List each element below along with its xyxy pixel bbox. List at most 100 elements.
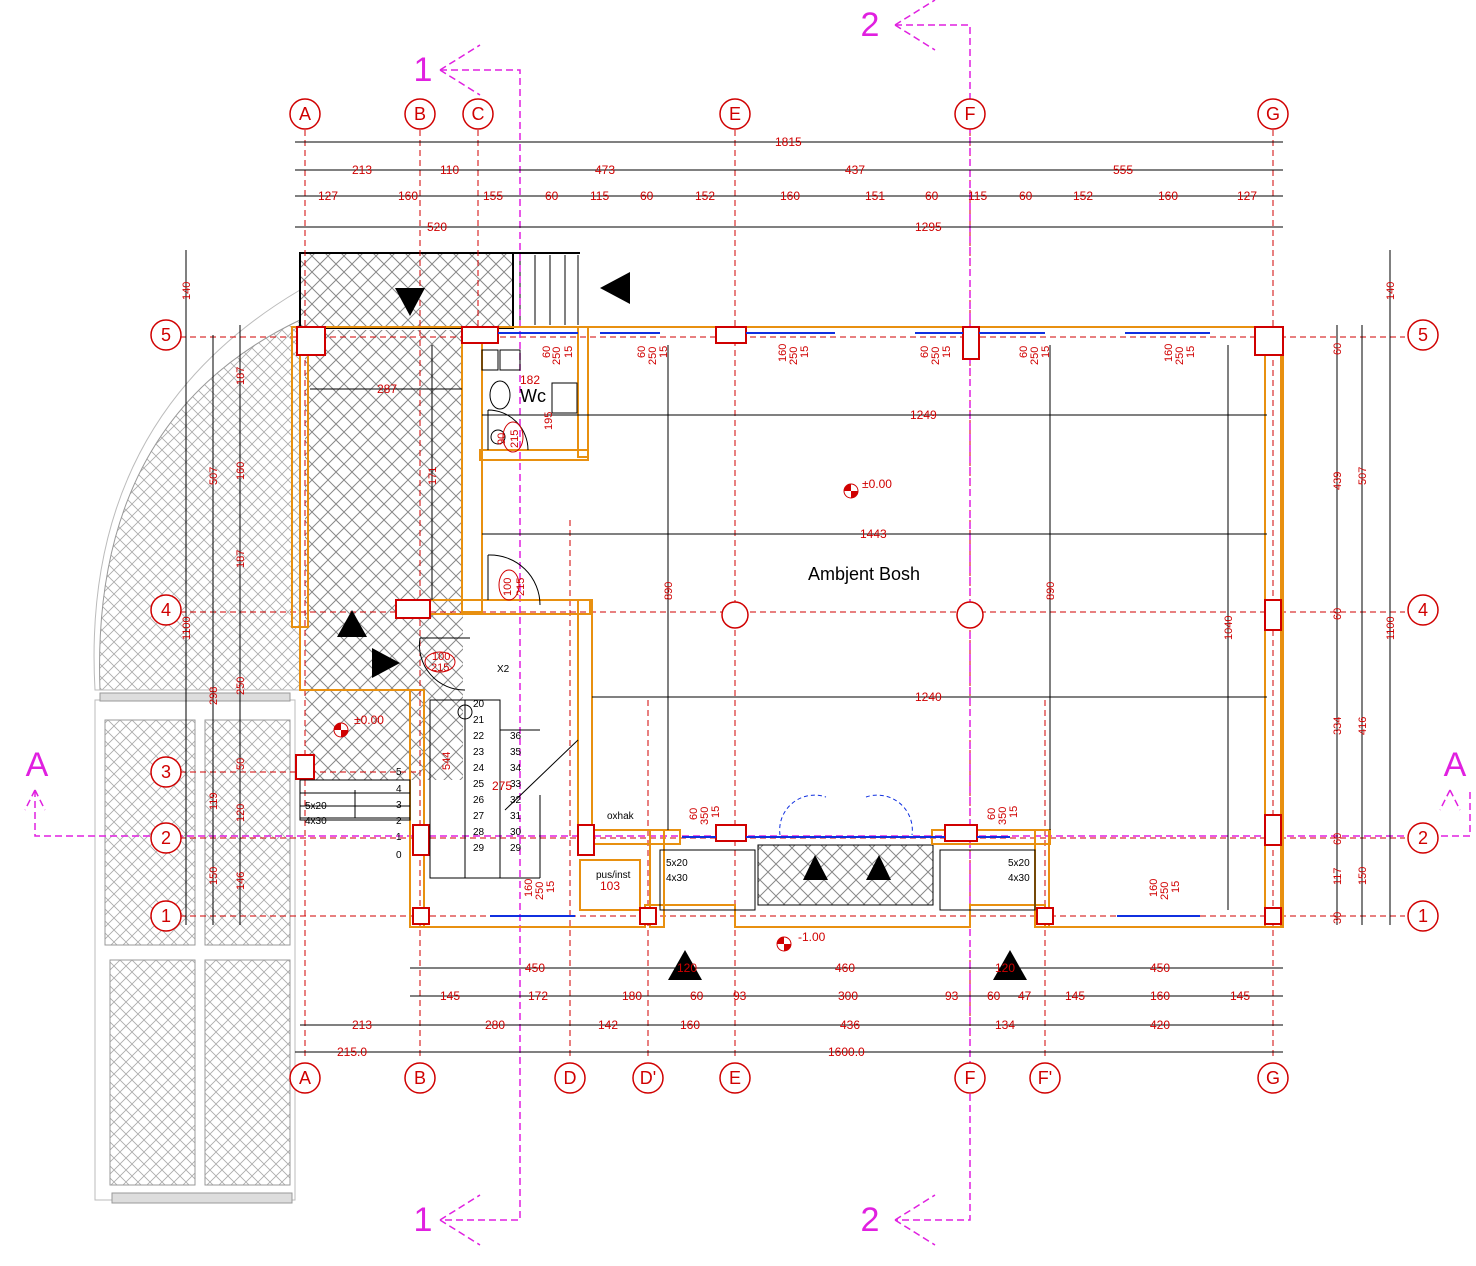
svg-text:298: 298 [208,687,220,705]
svg-text:160: 160 [1163,344,1175,362]
svg-text:160: 160 [777,344,789,362]
svg-text:507: 507 [208,467,220,485]
step-size-b: 4x30 [305,816,327,827]
dim-left: 140 1100 507 298 119 150 187 160 187 250… [181,282,247,890]
svg-text:15: 15 [1185,346,1197,358]
svg-text:1040: 1040 [1223,616,1235,640]
svg-text:15: 15 [545,881,557,893]
axis-right-5: 5 [1418,325,1428,345]
stair-note-label: oxhak [607,811,635,822]
svg-text:195: 195 [543,412,555,430]
dim-bottom-row1: 450 460 450 120 120 [525,961,1170,975]
svg-text:4: 4 [396,784,402,795]
svg-text:1240: 1240 [915,690,942,704]
svg-text:93: 93 [945,989,959,1003]
direction-arrows [337,272,1027,980]
axis-top-b: B [414,104,426,124]
svg-text:182: 182 [520,373,540,387]
svg-text:473: 473 [595,163,615,177]
svg-text:890: 890 [663,582,675,600]
svg-text:35: 35 [510,747,522,758]
dim-top-overall: 1815 [775,135,802,149]
section-2-top-label: 2 [861,6,880,44]
svg-text:33: 33 [510,779,522,790]
svg-text:450: 450 [525,961,545,975]
door-tag-text: 90 215 100 215 100 215 [431,430,527,674]
svg-text:117: 117 [1332,867,1344,885]
svg-text:120: 120 [995,961,1015,975]
svg-text:213: 213 [352,163,372,177]
svg-text:27: 27 [473,811,485,822]
axis-left-4: 4 [161,600,171,620]
svg-text:3: 3 [396,800,402,811]
dimension-lines [185,141,1391,1053]
svg-text:160: 160 [680,1018,700,1032]
svg-text:34: 34 [510,763,522,774]
svg-text:32: 32 [510,795,522,806]
axis-bottom-a: A [299,1068,311,1088]
svg-text:215: 215 [431,662,449,674]
svg-text:544: 544 [441,752,453,770]
svg-text:15: 15 [1170,881,1182,893]
axis-right-1: 1 [1418,906,1428,926]
svg-text:60: 60 [640,189,654,203]
svg-text:215: 215 [515,578,527,596]
svg-text:250: 250 [551,347,563,365]
svg-text:250: 250 [235,677,247,695]
wc-fixtures [481,349,578,445]
axis-left-3: 3 [161,762,171,782]
svg-text:187: 187 [235,367,247,385]
svg-text:145: 145 [1230,989,1250,1003]
svg-text:127: 127 [318,189,338,203]
svg-text:275: 275 [492,779,512,793]
svg-text:60: 60 [1332,608,1344,620]
step-size-left-b: 4x30 [666,873,688,884]
axis-top-f: F [965,104,976,124]
svg-text:187: 187 [235,550,247,568]
svg-text:60: 60 [986,808,998,820]
svg-text:437: 437 [845,163,865,177]
svg-text:890: 890 [1045,582,1057,600]
svg-text:23: 23 [473,747,485,758]
svg-text:60: 60 [690,989,704,1003]
svg-text:215: 215 [509,430,521,448]
stairs [299,699,1036,911]
svg-text:26: 26 [473,795,485,806]
axis-bottom-d-prime: D' [640,1068,656,1088]
svg-text:155: 155 [483,189,503,203]
svg-text:507: 507 [1357,467,1369,485]
svg-text:15: 15 [941,346,953,358]
svg-text:160: 160 [1150,989,1170,1003]
svg-text:2: 2 [396,816,402,827]
level-terrace: ±0.00 [354,713,384,727]
stair-step-numbers-left: 20 21 22 23 24 25 26 27 28 29 [473,699,485,854]
svg-text:100: 100 [432,651,450,663]
svg-text:115: 115 [968,189,987,203]
svg-text:450: 450 [1150,961,1170,975]
axis-bottom-f-prime: F' [1038,1068,1052,1088]
step-size-a: 5x20 [305,801,327,812]
svg-text:21: 21 [473,715,485,726]
svg-text:1100: 1100 [181,616,193,640]
window-tags: 60 250 15 60 250 15 160 250 15 60 250 15… [523,344,1197,900]
svg-text:110: 110 [440,163,459,177]
svg-text:30: 30 [1332,912,1344,924]
svg-text:119: 119 [208,792,220,810]
svg-text:15: 15 [1040,346,1052,358]
svg-text:1600.0: 1600.0 [828,1045,865,1059]
axis-top-c: C [472,104,485,124]
shaft-label: pus/inst [596,870,631,881]
svg-text:416: 416 [1357,717,1369,735]
axis-bottom-d: D [564,1068,577,1088]
svg-text:250: 250 [647,347,659,365]
svg-text:15: 15 [710,806,722,818]
room-main-label: Ambjent Bosh [808,564,920,584]
dim-bottom-row3: 213 280 142 160 436 134 420 [352,1018,1170,1032]
svg-text:93: 93 [733,989,747,1003]
step-size-right-a: 5x20 [1008,858,1030,869]
svg-text:1443: 1443 [860,527,887,541]
svg-text:120: 120 [235,804,247,822]
svg-text:436: 436 [840,1018,860,1032]
svg-text:350: 350 [699,807,711,825]
svg-text:20: 20 [473,699,485,710]
